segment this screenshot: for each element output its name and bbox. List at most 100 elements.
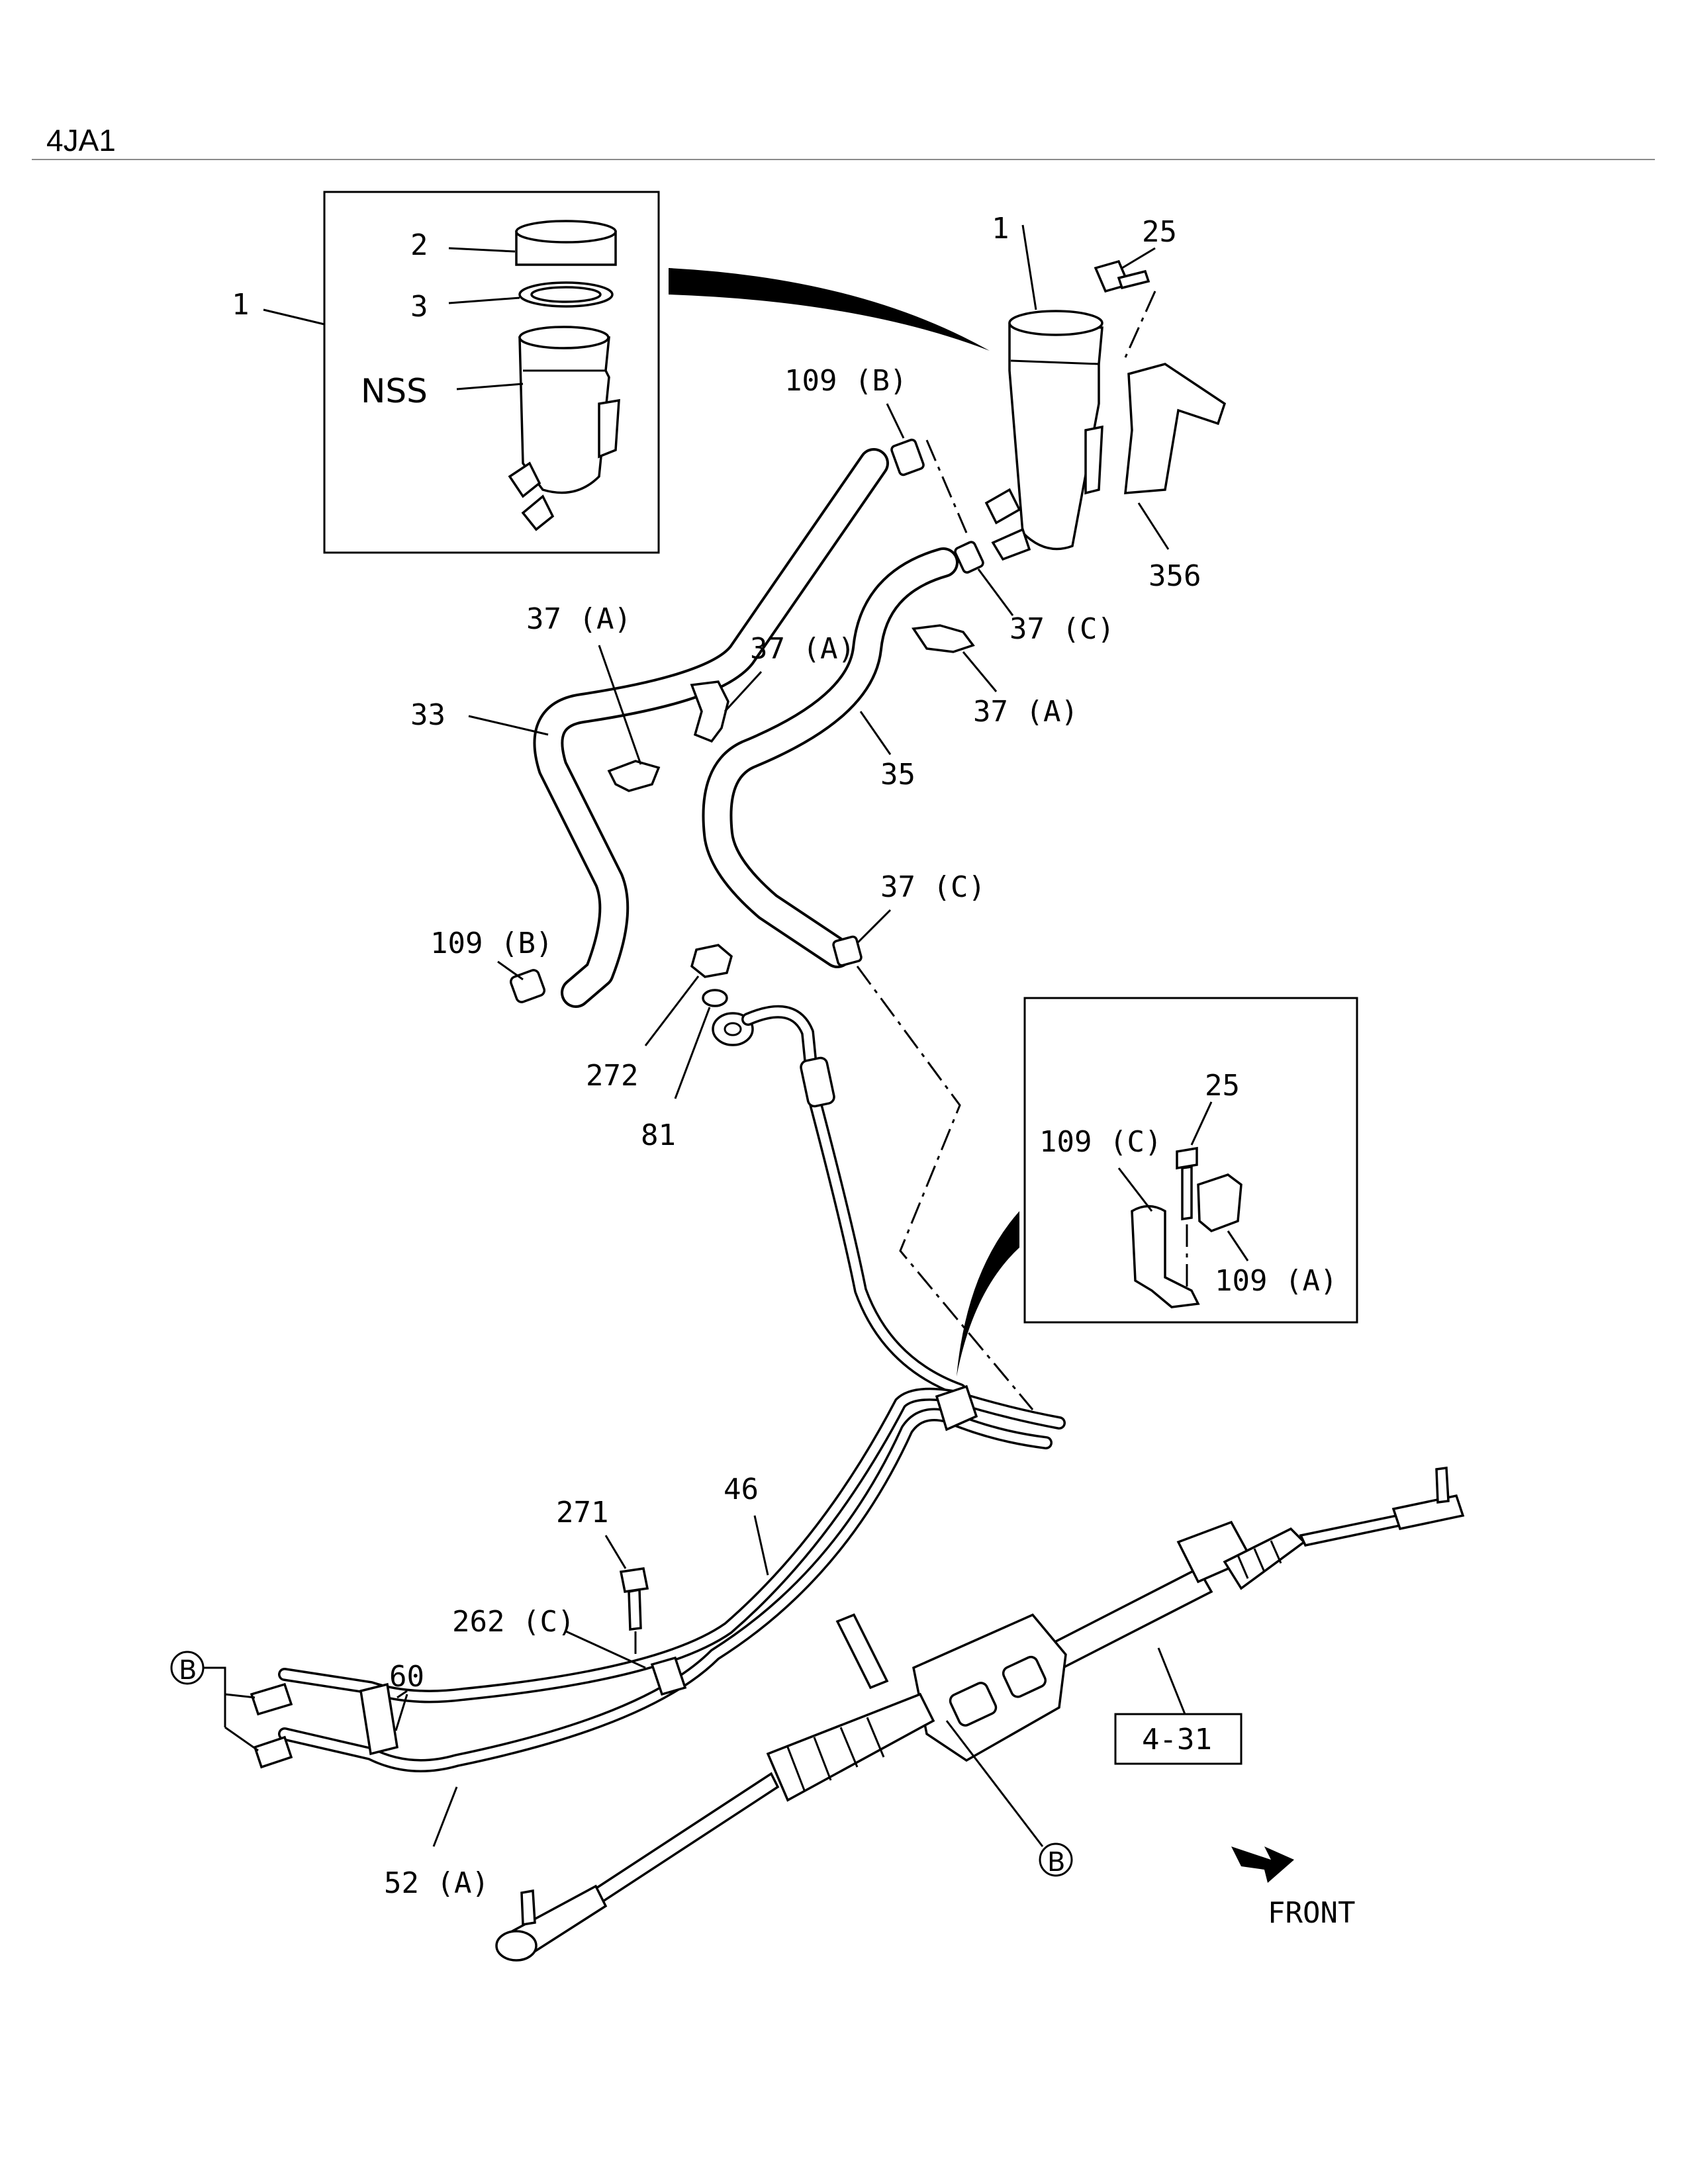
- reservoir-rim: [1008, 310, 1103, 336]
- label-pipe-46: 46: [724, 1473, 759, 1506]
- label-reservoir-inset: 1: [232, 288, 250, 322]
- clamp-37c-top: 37 (C): [954, 541, 1115, 646]
- pressure-pipe-outline: [741, 1005, 966, 1396]
- pinion-shaft: [835, 1613, 889, 1690]
- label-cap: 2: [410, 228, 428, 262]
- washer-81: 81: [641, 989, 728, 1152]
- leader-2: [448, 247, 516, 253]
- nut-272: 272: [586, 944, 733, 1093]
- bolt-271-head: [619, 1567, 649, 1593]
- label-hose-35: 35: [880, 758, 915, 792]
- clip-60-part: [359, 1682, 399, 1756]
- clip-262-part: [650, 1656, 687, 1696]
- label-nss: NSS: [361, 372, 428, 410]
- washer-81-part: [702, 989, 728, 1007]
- boot-left-ribs: [786, 1717, 885, 1791]
- inset-pointer-bottom: [957, 1211, 1019, 1377]
- fitting-b-lower: [253, 1735, 293, 1769]
- label-clamp-37a-left: 37 (A): [526, 602, 632, 636]
- clip-109b-top: 109 (B): [784, 364, 968, 533]
- bolt-271: 271: [556, 1496, 649, 1661]
- suction-hose-35: 35: [702, 547, 959, 968]
- bolt-271-shank: [628, 1588, 642, 1631]
- reservoir-port-1: [508, 461, 541, 498]
- valve-port-1: [949, 1682, 998, 1727]
- leader-clip-109b-bottom: [497, 960, 524, 981]
- leader-clamp-37a-left: [598, 645, 642, 765]
- leader-pipe-60-stub: [397, 1690, 408, 1699]
- reservoir-assembly: 1 25 356: [984, 212, 1227, 593]
- reservoir-inset-frame: [323, 191, 660, 554]
- connector-b-right: B: [945, 1720, 1073, 1878]
- leader-circle-b-right: [945, 1720, 1044, 1847]
- reservoir-port-2: [521, 494, 555, 531]
- label-hose-33: 33: [410, 698, 445, 732]
- leader-clamp-37a-mid: [724, 670, 763, 713]
- leader-clamp-37c-top: [977, 569, 1014, 616]
- tie-rod-ball-left: [495, 1930, 538, 1962]
- inset-clip-c-part: [1131, 1205, 1200, 1308]
- leader-bolt-top: [1121, 247, 1156, 269]
- leader-3: [448, 296, 520, 304]
- stud-right: [1435, 1467, 1450, 1504]
- label-inset-clip-c: 109 (C): [1039, 1125, 1162, 1159]
- leader-clamp-37c-mid: [856, 909, 892, 944]
- label-clip-109b-bottom: 109 (B): [430, 927, 553, 960]
- reservoir-outlet-2: [991, 527, 1031, 561]
- clamp-37a-mid: 37 (A): [690, 632, 855, 743]
- leader-clip-262: [565, 1630, 646, 1669]
- fitting-b-upper: [250, 1682, 293, 1716]
- leader-pipe-52: [432, 1786, 458, 1847]
- reservoir-body-part: [518, 336, 610, 494]
- return-hose-33: 33: [410, 448, 889, 1008]
- bracket-inset-frame: [1023, 997, 1358, 1324]
- clamp-mid-axis: [856, 966, 1034, 1410]
- inset-pointer-top: [669, 268, 990, 351]
- nut-272-part: [690, 944, 733, 978]
- clamp-37a-left: 37 (A): [526, 602, 661, 792]
- header-divider: [32, 159, 1655, 160]
- connector-b-left: B: [170, 1651, 259, 1752]
- boot-right-ribs: [1237, 1540, 1282, 1579]
- leader-inset-clip-c: [1117, 1167, 1153, 1212]
- suction-hose-fill: [704, 550, 956, 966]
- clamp-37a-mid-part: [690, 680, 729, 743]
- label-clamp-37c-mid: 37 (C): [880, 870, 986, 904]
- clip-109b-bottom: 109 (B): [430, 927, 553, 1003]
- inset-bolt-shank: [1181, 1165, 1193, 1221]
- reservoir-tab: [598, 398, 620, 459]
- label-front: FRONT: [1268, 1896, 1355, 1930]
- leader-reservoir: [1021, 224, 1037, 310]
- reservoir-neck: [518, 326, 610, 349]
- leader-bolt-271: [604, 1535, 627, 1569]
- gasket-inner: [530, 286, 602, 303]
- reservoir-outlet-1: [984, 488, 1021, 525]
- label-bolt-top: 25: [1142, 215, 1177, 249]
- clamp-37a-right-part: [911, 624, 975, 653]
- pipe-hose-sleeve: [800, 1056, 835, 1108]
- model-code: 4JA1: [46, 123, 116, 158]
- leader-1-inset: [263, 308, 325, 326]
- leader-pipe-46: [753, 1515, 769, 1576]
- label-reservoir: 1: [992, 212, 1009, 246]
- leader-ref-box: [1157, 1647, 1186, 1715]
- clamp-37a-left-part: [607, 760, 661, 792]
- label-pipe-60: 60: [389, 1660, 424, 1694]
- label-circle-b-right: B: [1047, 1847, 1065, 1878]
- label-ref-box: 4-31: [1142, 1723, 1212, 1756]
- stud-left: [520, 1889, 536, 1927]
- cap-top: [515, 220, 617, 244]
- clamp-37c-mid: 37 (C): [832, 870, 1034, 1410]
- leader-circle-b-left: [203, 1666, 259, 1752]
- label-circle-b-left: B: [179, 1655, 197, 1686]
- clamp-37a-right: 37 (A): [911, 624, 1078, 729]
- steering-gear: 4-31: [495, 1467, 1465, 1962]
- leader-hose-33: [468, 715, 549, 736]
- clip-109b-bottom-part: [509, 969, 546, 1003]
- tie-rod-left: [587, 1772, 780, 1908]
- pressure-pipe: [712, 1005, 966, 1396]
- pipe-lines-lower: 46 60 52 (A) 262 (C): [250, 1385, 1066, 1900]
- leader-pipe-60: [395, 1694, 408, 1731]
- reservoir-side-tab: [1084, 425, 1103, 495]
